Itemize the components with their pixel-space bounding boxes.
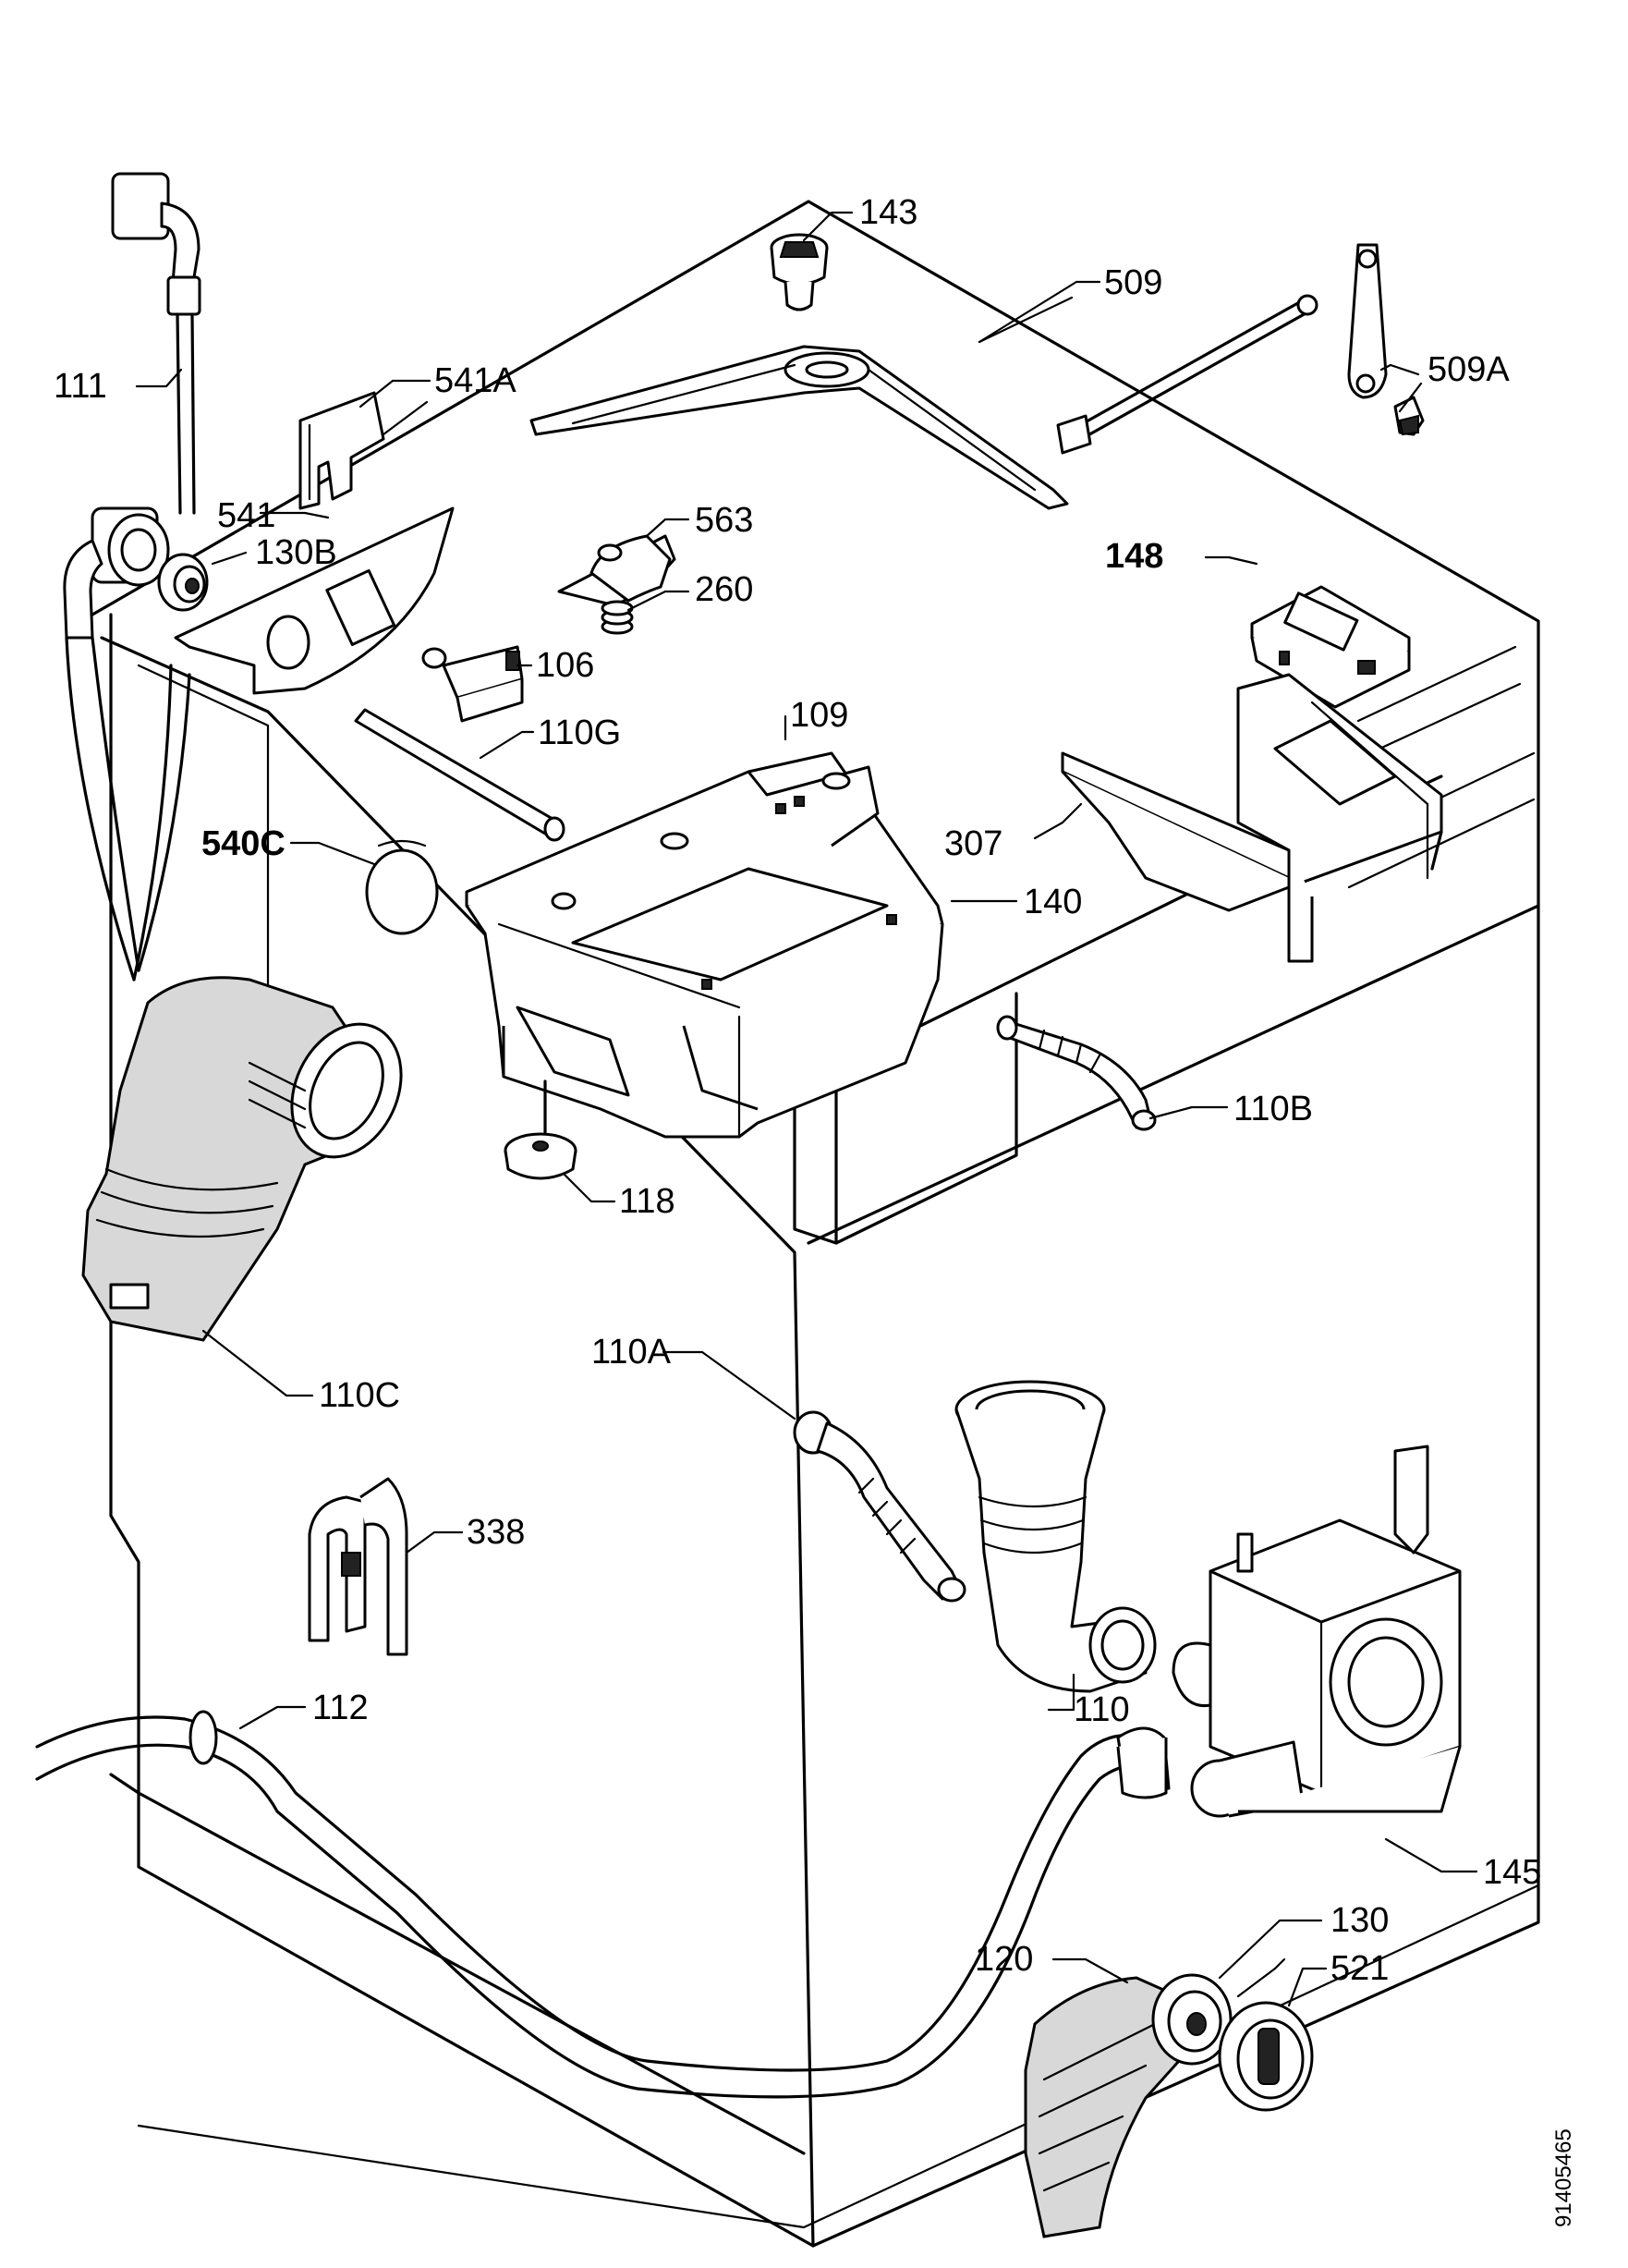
clip-338	[308, 1477, 408, 1656]
label-541: 541	[217, 496, 275, 535]
label-145: 145	[1483, 1853, 1541, 1892]
label-540c: 540C	[201, 824, 286, 863]
label-112: 112	[312, 1689, 369, 1727]
cover-563	[557, 534, 676, 607]
nut-130b	[157, 553, 209, 612]
label-143: 143	[859, 193, 917, 232]
label-130: 130	[1330, 1901, 1389, 1940]
cover-148	[1250, 585, 1411, 709]
label-111: 111	[54, 367, 107, 406]
filter-120	[1024, 1976, 1189, 2238]
arm-509a	[1347, 243, 1425, 436]
label-521: 521	[1330, 1949, 1389, 1988]
inlet-hose-111	[111, 172, 201, 515]
label-563: 563	[695, 501, 753, 540]
label-307: 307	[944, 824, 1002, 863]
part-labels: 111 541A 541 130B 143 509 509A 563 260 1…	[54, 193, 1576, 2227]
cabinet-outline	[91, 200, 1540, 2248]
hose-110b	[996, 1015, 1157, 1131]
label-509: 509	[1104, 263, 1162, 302]
gear-118	[504, 1079, 577, 1180]
label-110b: 110B	[1233, 1090, 1313, 1128]
label-130b: 130B	[255, 533, 337, 572]
bellows-110c	[81, 976, 403, 1342]
label-148: 148	[1105, 537, 1163, 576]
bracket-541	[174, 506, 455, 695]
pump-145	[1172, 1445, 1462, 1818]
drawer-307	[1061, 673, 1443, 963]
lever-509	[529, 345, 1069, 510]
knob-143	[770, 233, 829, 311]
leader-lines	[135, 211, 1478, 2007]
label-110g: 110G	[538, 713, 621, 752]
latch-106	[421, 645, 524, 723]
rod-509	[1056, 294, 1318, 455]
label-541a: 541A	[434, 361, 516, 400]
label-260: 260	[695, 570, 753, 609]
label-110c: 110C	[319, 1376, 400, 1415]
spring-260	[601, 600, 634, 635]
elbow-hose-110	[954, 1380, 1157, 1693]
dispenser-housing-109	[465, 751, 944, 1139]
seal-540c	[365, 839, 439, 935]
inlet-hose-left	[63, 506, 191, 982]
hose-110a	[793, 1410, 966, 1603]
label-140: 140	[1024, 883, 1082, 921]
clip-541a	[298, 391, 385, 510]
label-509a: 509A	[1428, 350, 1510, 389]
label-120: 120	[975, 1940, 1033, 1979]
label-110a: 110A	[591, 1333, 672, 1372]
label-109: 109	[790, 696, 848, 735]
drain-hose-112	[35, 1710, 1171, 2099]
reference-number: 91405465	[1551, 2128, 1576, 2227]
gasket-130	[1151, 1973, 1233, 2066]
label-110: 110	[1074, 1690, 1130, 1729]
label-118: 118	[619, 1182, 675, 1221]
label-338: 338	[467, 1513, 525, 1552]
label-106: 106	[536, 646, 594, 685]
cap-521	[1218, 2001, 1314, 2112]
hose-110g	[354, 708, 565, 842]
